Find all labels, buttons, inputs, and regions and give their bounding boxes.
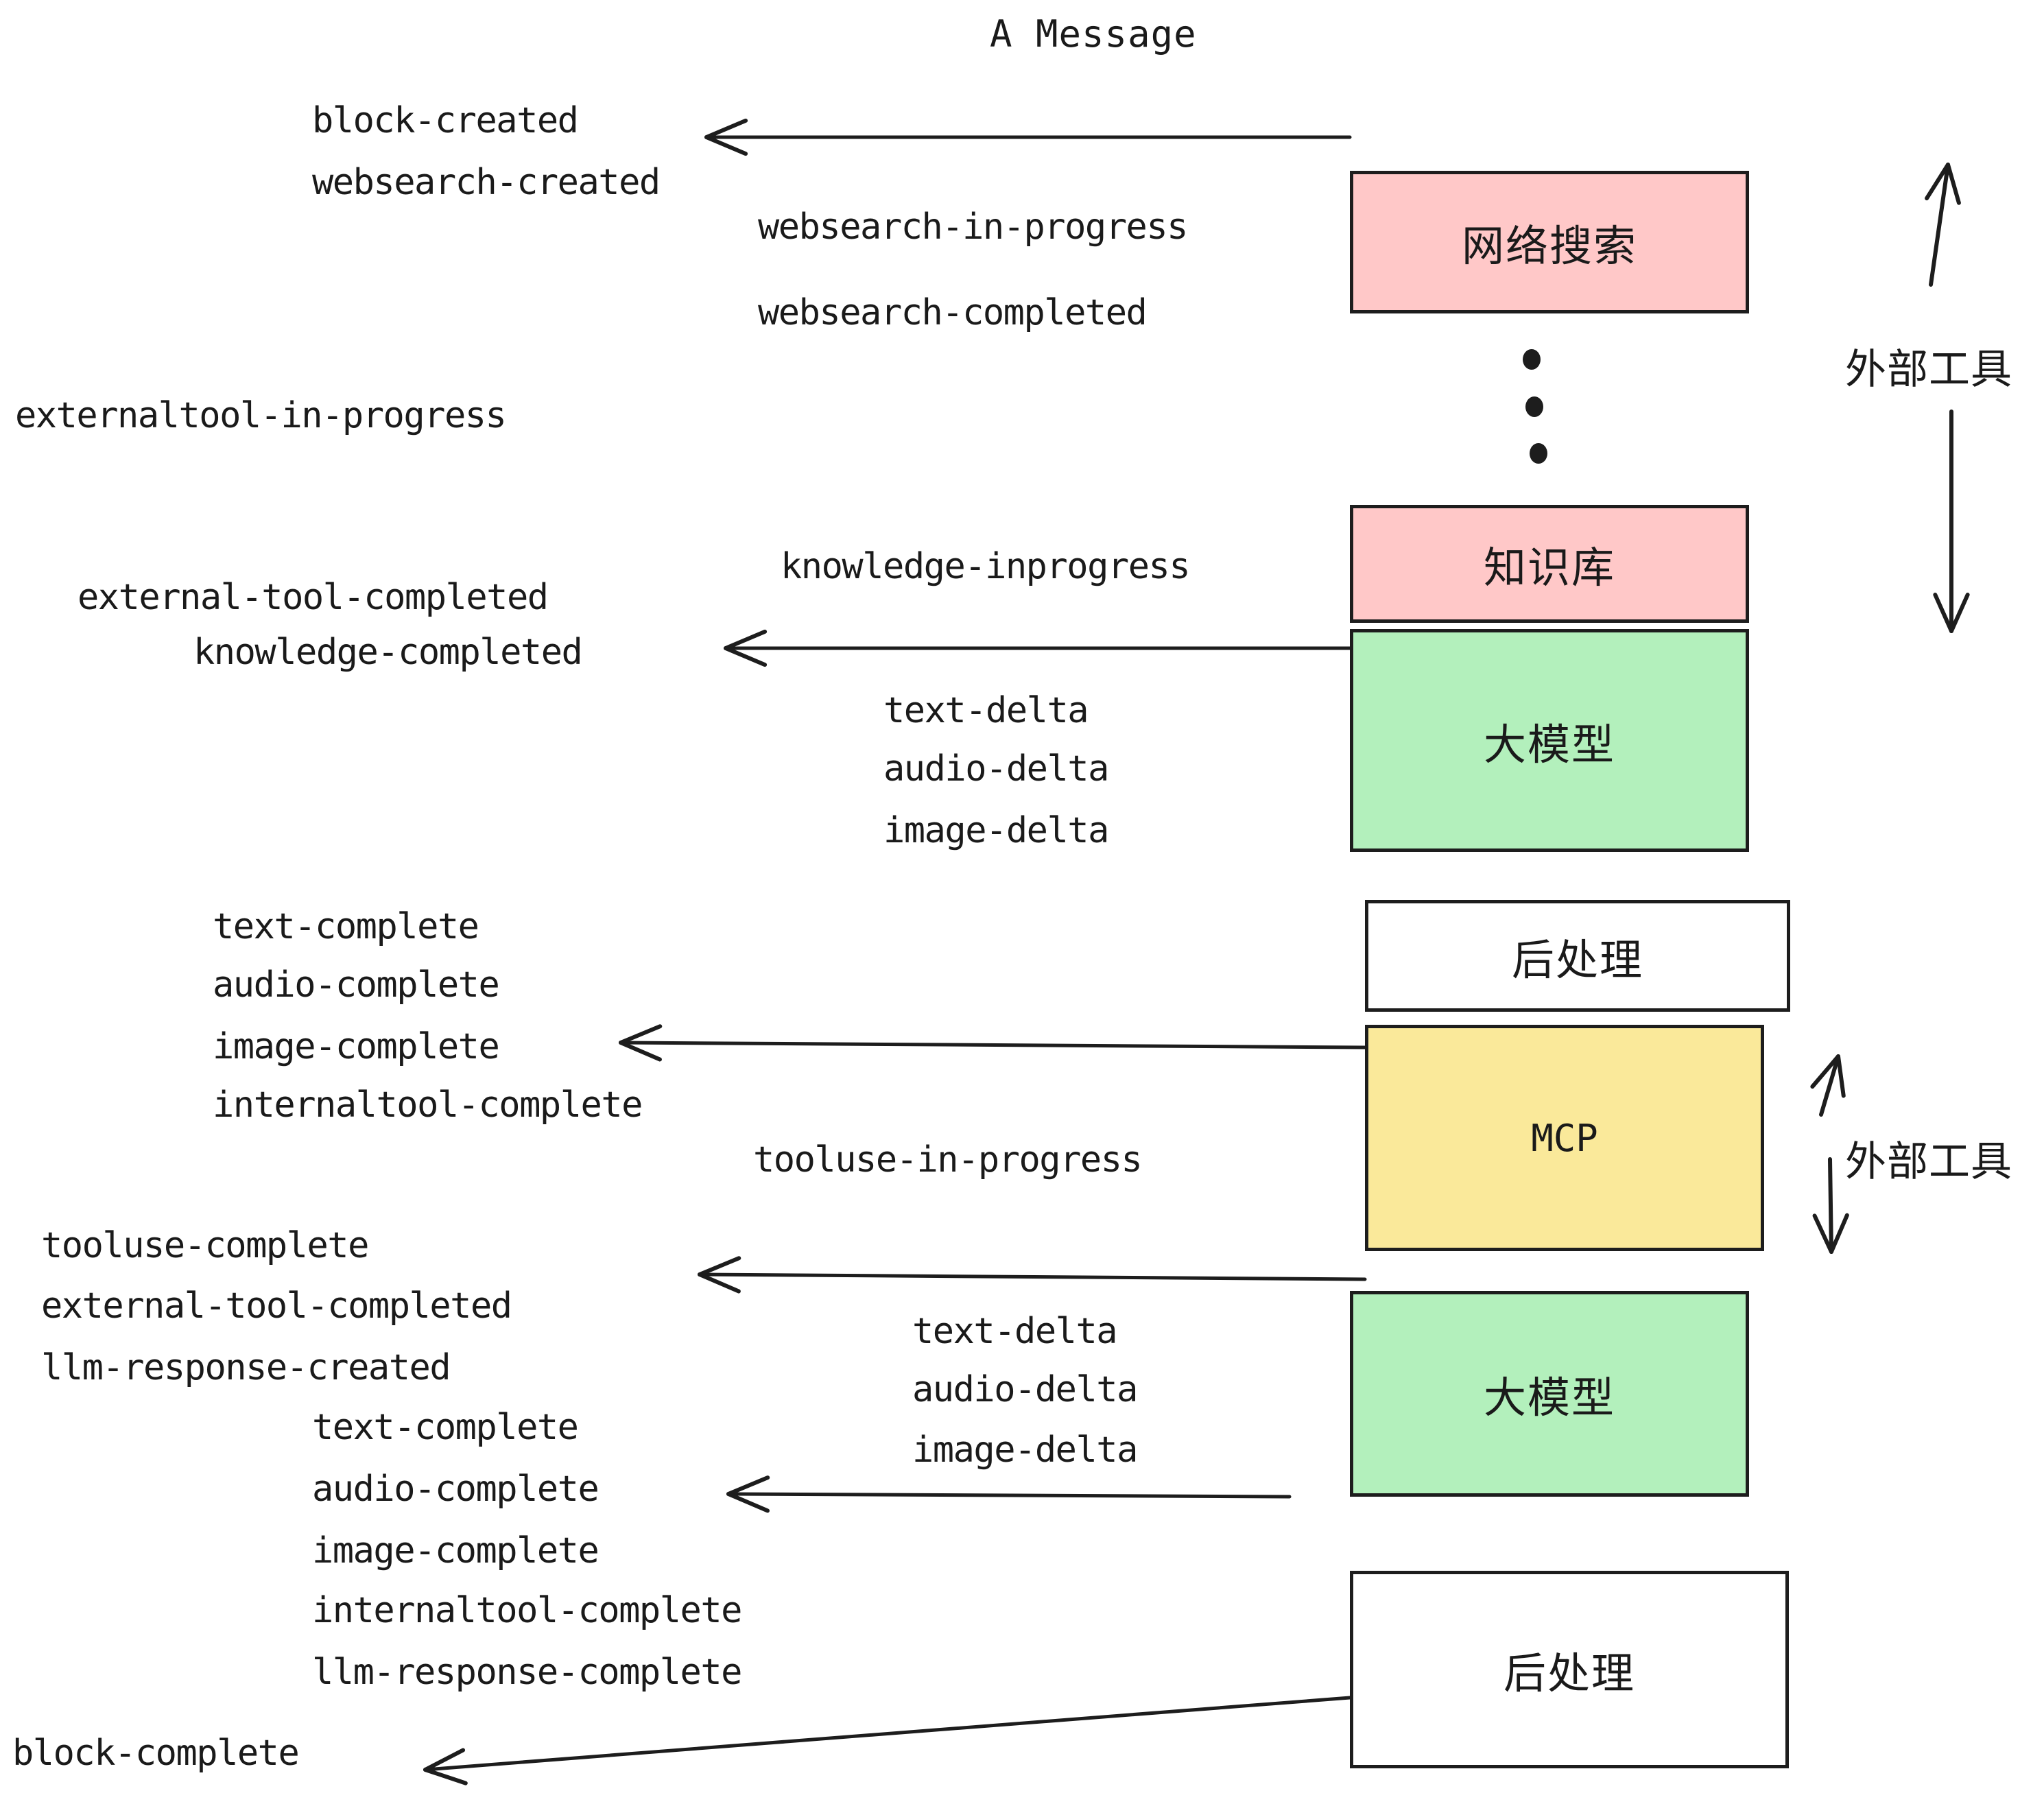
- ellipsis-dot-icon: [1530, 443, 1547, 464]
- event-label-external-tool-completed-1: external-tool-completed: [78, 577, 549, 618]
- event-label-tooluse-complete: tooluse-complete: [41, 1225, 369, 1266]
- node-box-label: 大模型: [1483, 719, 1615, 770]
- event-label-block-created: block-created: [312, 100, 579, 141]
- event-label-llm-response-complete: llm-response-complete: [312, 1652, 742, 1693]
- event-label-text-delta-1: text-delta: [883, 690, 1089, 731]
- external-tools-arrow-down-top: [1933, 410, 1970, 633]
- node-box-label: 大模型: [1483, 1373, 1615, 1423]
- event-label-text-delta-2: text-delta: [912, 1311, 1118, 1352]
- group-label-external-tools-top: 外部工具: [1845, 346, 2012, 394]
- event-label-external-tool-completed-2: external-tool-completed: [41, 1285, 512, 1327]
- ellipsis-dot-icon: [1525, 396, 1543, 417]
- arrow-audio-complete: [726, 1475, 1292, 1513]
- event-label-image-delta-1: image-delta: [883, 810, 1109, 851]
- event-label-audio-complete-2: audio-complete: [312, 1469, 599, 1510]
- node-box-label: 知识库: [1483, 543, 1615, 593]
- event-label-llm-response-created: llm-response-created: [41, 1347, 451, 1388]
- event-label-image-delta-2: image-delta: [912, 1429, 1138, 1471]
- arrow-block-complete: [423, 1696, 1352, 1785]
- page-title: A Message: [990, 12, 1197, 56]
- event-label-image-complete-2: image-complete: [312, 1530, 599, 1571]
- event-label-websearch-completed: websearch-completed: [758, 292, 1148, 333]
- event-label-internaltool-complete-2: internaltool-complete: [312, 1590, 742, 1631]
- node-box-llm-2: 大模型: [1350, 1291, 1749, 1497]
- node-box-label: 后处理: [1511, 934, 1643, 985]
- event-label-externaltool-in-progress: externaltool-in-progress: [15, 395, 507, 436]
- node-box-websearch: 网络搜索: [1350, 171, 1749, 313]
- node-box-label: 网络搜索: [1461, 221, 1637, 271]
- external-tools-arrow-up-top: [1925, 163, 1961, 287]
- event-label-image-complete-1: image-complete: [213, 1026, 500, 1067]
- event-label-text-complete-1: text-complete: [213, 906, 479, 947]
- event-label-audio-complete-1: audio-complete: [213, 964, 500, 1006]
- arrow-block-created: [704, 118, 1352, 156]
- event-label-websearch-created: websearch-created: [312, 162, 661, 203]
- node-box-llm-1: 大模型: [1350, 629, 1749, 852]
- group-label-external-tools-bottom: 外部工具: [1845, 1138, 2012, 1186]
- node-box-postprocess-2: 后处理: [1350, 1571, 1789, 1768]
- arrow-knowledge: [724, 629, 1352, 667]
- event-label-tooluse-in-progress: tooluse-in-progress: [753, 1139, 1143, 1180]
- node-box-knowledge: 知识库: [1350, 505, 1749, 623]
- external-tools-arrow-up-bottom: [1810, 1054, 1846, 1117]
- event-label-knowledge-inprogress: knowledge-inprogress: [781, 546, 1191, 587]
- event-label-block-complete: block-complete: [12, 1733, 300, 1774]
- event-label-knowledge-completed: knowledge-completed: [193, 632, 583, 673]
- event-label-websearch-in-progress: websearch-in-progress: [758, 206, 1188, 248]
- node-box-label: 后处理: [1503, 1648, 1635, 1698]
- external-tools-arrow-down-bottom: [1812, 1157, 1849, 1254]
- event-label-text-complete-2: text-complete: [312, 1407, 579, 1448]
- node-box-label: MCP: [1531, 1116, 1598, 1160]
- event-label-audio-delta-2: audio-delta: [912, 1369, 1138, 1410]
- node-box-mcp: MCP: [1365, 1025, 1764, 1251]
- arrow-tooluse: [698, 1256, 1367, 1294]
- event-label-audio-delta-1: audio-delta: [883, 748, 1109, 790]
- node-box-postprocess-1: 后处理: [1365, 900, 1790, 1012]
- arrow-image-complete: [619, 1024, 1367, 1062]
- ellipsis-dot-icon: [1523, 349, 1541, 370]
- event-label-internaltool-complete-1: internaltool-complete: [213, 1084, 643, 1126]
